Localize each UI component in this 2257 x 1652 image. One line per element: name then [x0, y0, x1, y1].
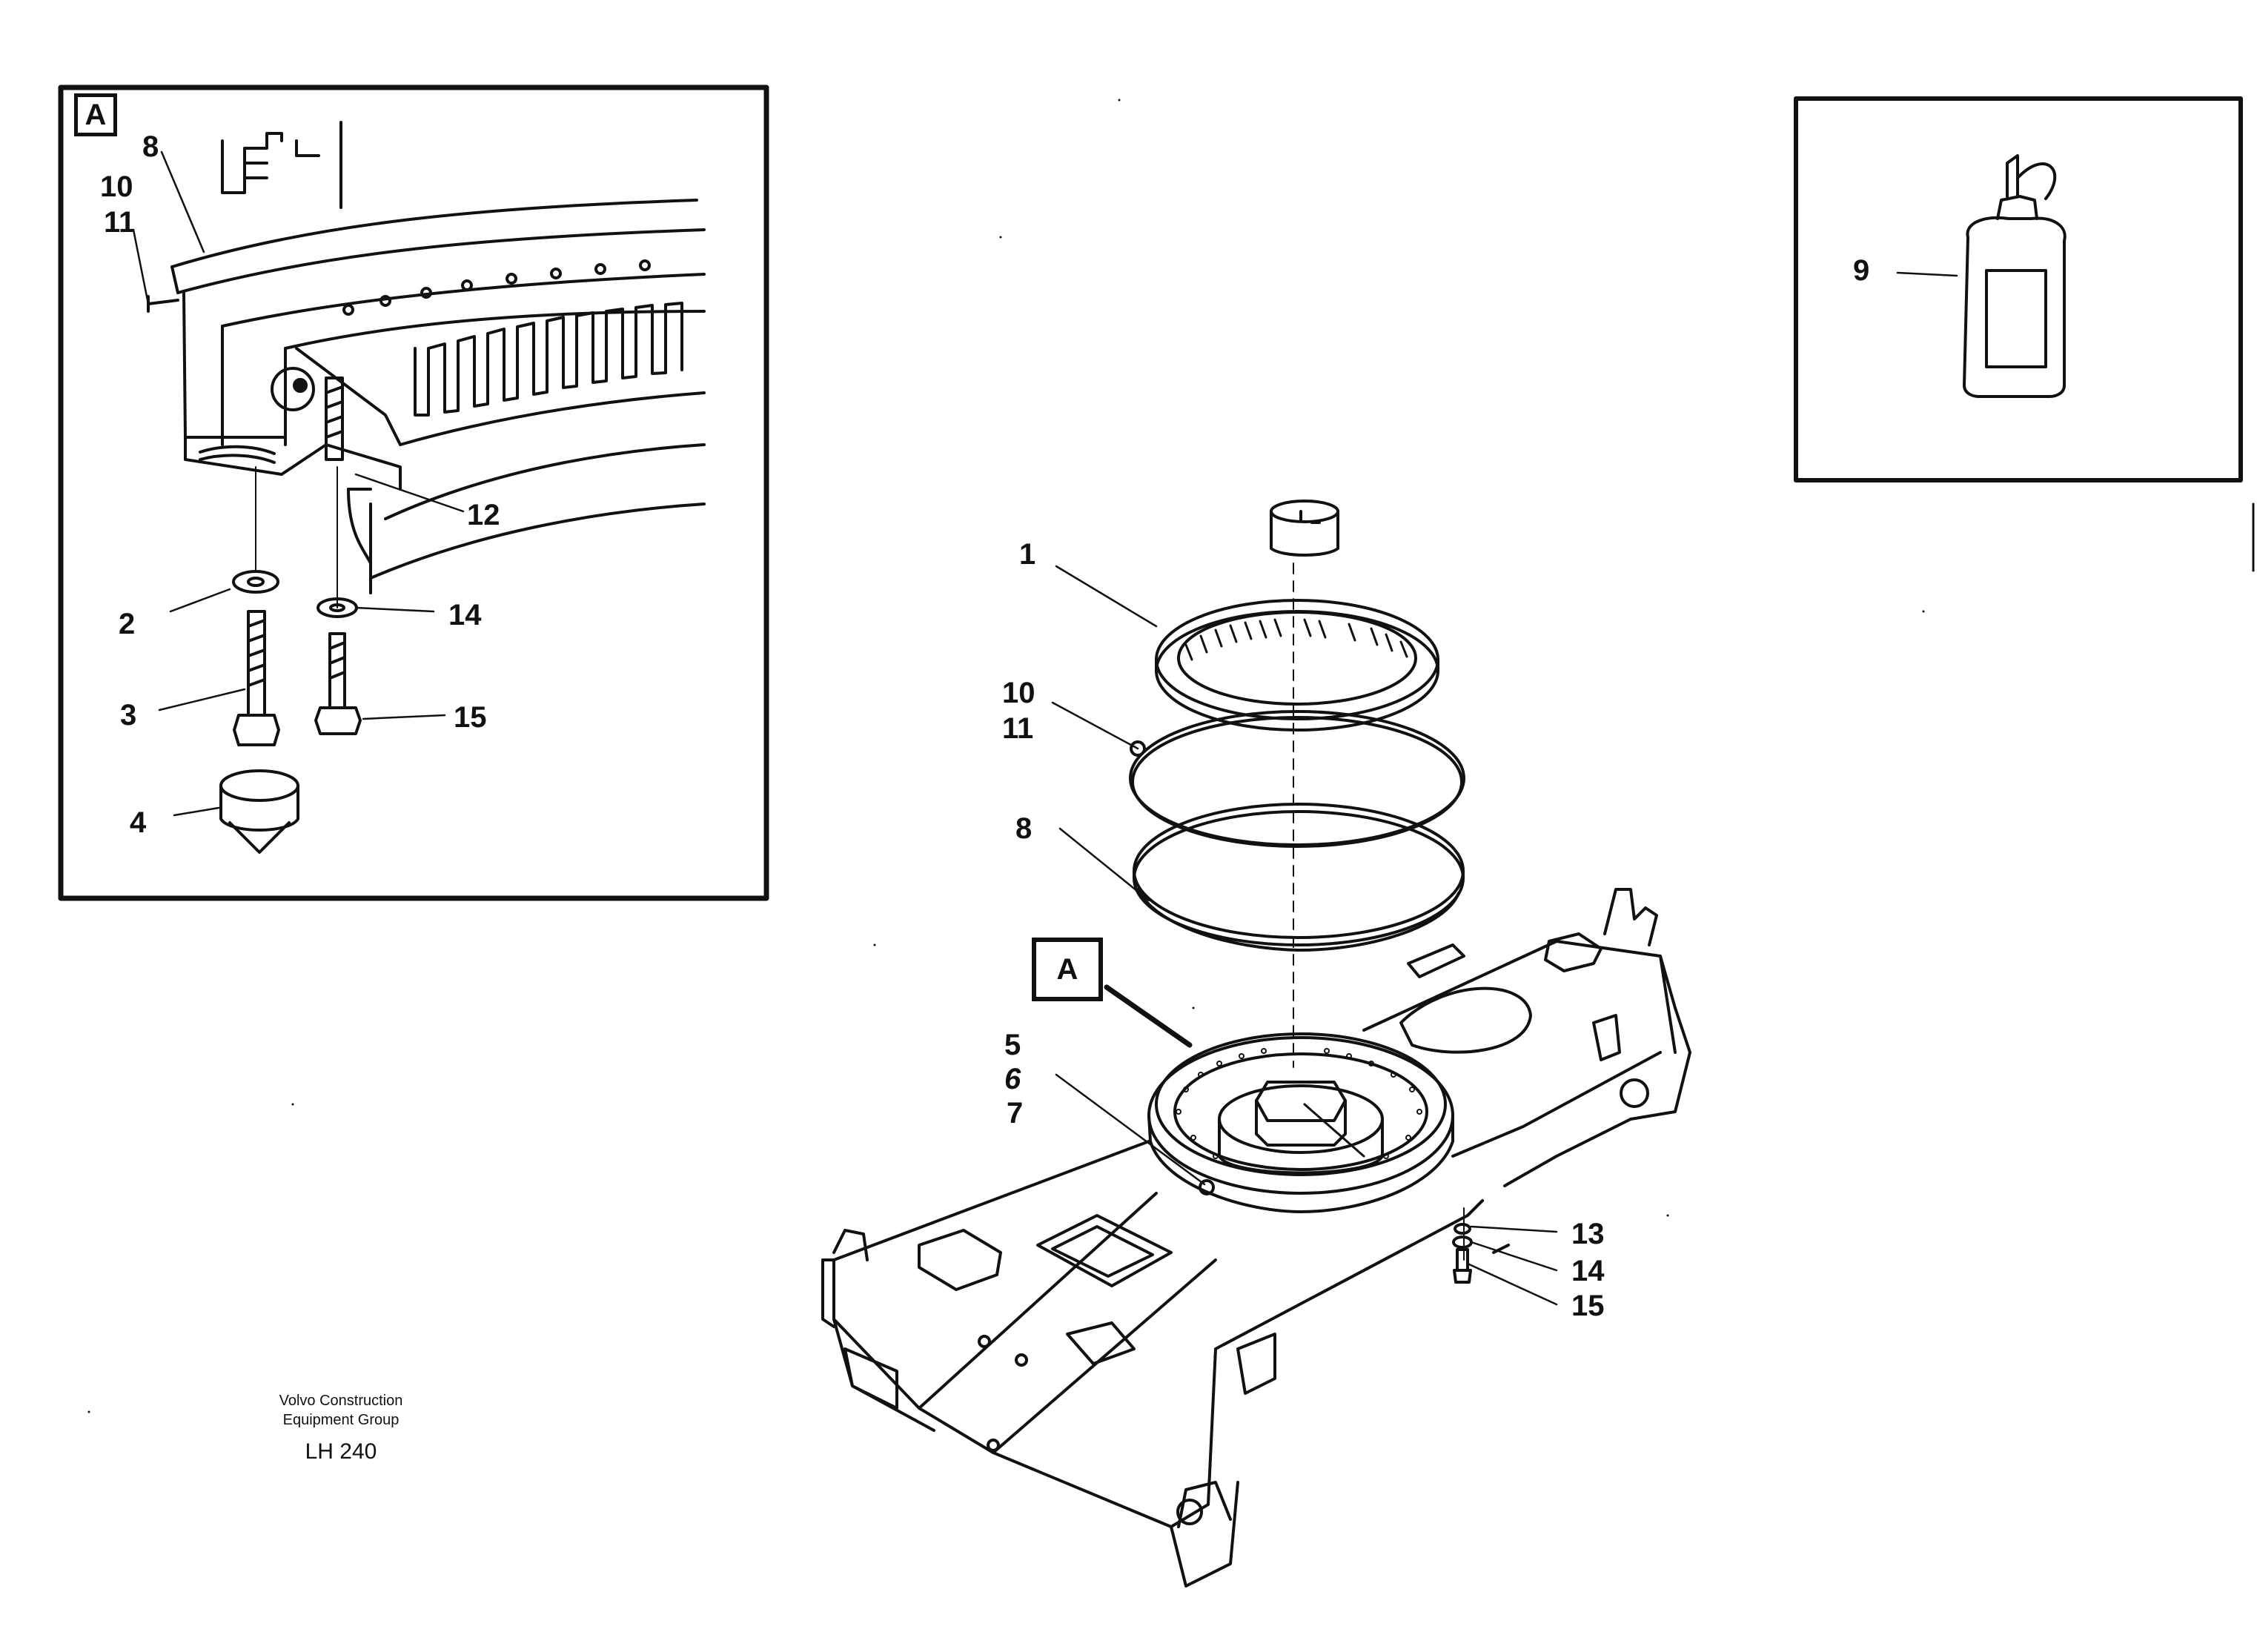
drawing-code: LH 240 [305, 1439, 377, 1464]
callout-main-15: 15 [1571, 1290, 1605, 1322]
callout-main-7: 7 [1007, 1097, 1024, 1129]
callout-detail-14: 14 [448, 599, 482, 631]
detail-leaders [132, 150, 465, 817]
seal-ring-8 [1133, 803, 1465, 952]
callout-main-13: 13 [1571, 1218, 1605, 1250]
seal-ring-10-11 [1129, 710, 1465, 848]
callout-detail-8: 8 [142, 130, 159, 163]
callout-main-5: 5 [1004, 1029, 1021, 1061]
main-leaders [1051, 565, 1558, 1306]
undercarriage-frame [821, 888, 1691, 1588]
callout-detail-4: 4 [130, 806, 147, 839]
brand-name-line2: Equipment Group [282, 1412, 400, 1428]
detail-ring-section [147, 121, 706, 594]
callout-main-1: 1 [1019, 538, 1036, 571]
callout-lubricant-9: 9 [1853, 254, 1870, 287]
brand-name-line1: Volvo Construction [279, 1393, 403, 1409]
oil-bottle [1963, 154, 2067, 398]
callout-main-11: 11 [1002, 712, 1034, 745]
callout-main-10: 10 [1002, 677, 1035, 709]
top-plug [1270, 500, 1339, 557]
lubricant-box-frame [1794, 96, 2243, 482]
callout-detail-11: 11 [104, 206, 136, 239]
callout-detail-2: 2 [119, 608, 136, 640]
slewing-ring-5-6-7 [1147, 1032, 1454, 1213]
callout-main-14: 14 [1571, 1255, 1605, 1287]
callout-detail-12: 12 [467, 499, 500, 531]
callout-main-6: 6 [1004, 1063, 1021, 1095]
callout-detail-15: 15 [454, 701, 487, 734]
detail-fasteners [219, 466, 362, 854]
scan-specks [87, 99, 1925, 1413]
detail-a-frame [58, 84, 769, 901]
callout-detail-3: 3 [120, 699, 137, 732]
callout-detail-10: 10 [100, 170, 133, 203]
detail-ref-box: A [74, 93, 117, 136]
frame-bolt-13-14-15 [1452, 1207, 1473, 1284]
callout-main-8: 8 [1015, 812, 1033, 845]
main-ref-box: A [1032, 938, 1103, 1001]
